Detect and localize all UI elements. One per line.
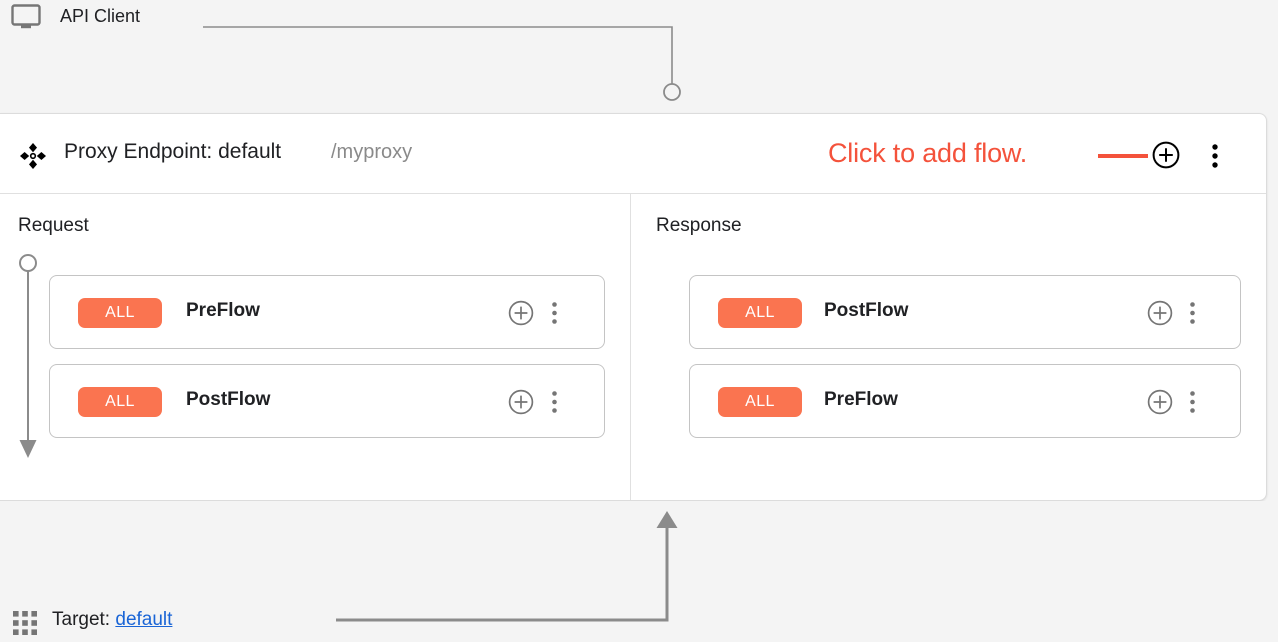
flow-columns: Request ALL PreFlow	[0, 194, 1266, 500]
flow-name: PostFlow	[824, 300, 909, 321]
flow-more-menu-button[interactable]	[552, 391, 557, 418]
annotation-pointer-line	[1098, 154, 1148, 158]
move-handle-icon[interactable]	[20, 143, 46, 174]
proxy-endpoint-title: Proxy Endpoint: default	[64, 140, 282, 163]
add-step-button[interactable]	[508, 389, 534, 420]
flow-more-menu-button[interactable]	[1190, 302, 1195, 329]
target-link[interactable]: default	[115, 609, 173, 630]
api-client-section: API Client	[0, 0, 1278, 113]
flow-more-menu-button[interactable]	[552, 302, 557, 329]
flow-row[interactable]: ALL PostFlow	[689, 275, 1241, 349]
request-column: Request ALL PreFlow	[0, 194, 631, 500]
grid-apps-icon	[13, 611, 37, 640]
add-step-button[interactable]	[1147, 300, 1173, 331]
request-column-title: Request	[18, 215, 89, 236]
proxy-endpoint-card: Proxy Endpoint: default /myproxy Click t…	[0, 113, 1267, 501]
flow-badge: ALL	[78, 298, 162, 328]
flow-row[interactable]: ALL PostFlow	[49, 364, 605, 438]
proxy-more-menu-button[interactable]	[1212, 144, 1218, 173]
flow-name: PreFlow	[824, 389, 898, 410]
target-label-text: Target:	[52, 609, 116, 630]
proxy-endpoint-path: /myproxy	[331, 141, 413, 163]
flow-name: PreFlow	[186, 300, 260, 321]
target-section: Target: default	[0, 501, 1278, 642]
flow-row[interactable]: ALL PreFlow	[689, 364, 1241, 438]
response-column-title: Response	[656, 215, 742, 236]
flow-badge: ALL	[718, 387, 802, 417]
target-label: Target: default	[52, 609, 172, 631]
flow-more-menu-button[interactable]	[1190, 391, 1195, 418]
monitor-icon	[11, 4, 41, 35]
proxy-endpoint-header: Proxy Endpoint: default /myproxy Click t…	[0, 114, 1266, 194]
flow-name: PostFlow	[186, 389, 271, 410]
add-step-button[interactable]	[508, 300, 534, 331]
request-flow-direction-arrow	[17, 254, 39, 467]
add-step-button[interactable]	[1147, 389, 1173, 420]
add-flow-button[interactable]	[1152, 141, 1180, 174]
response-column: Response ALL PostFlow	[631, 194, 1267, 500]
flow-row[interactable]: ALL PreFlow	[49, 275, 605, 349]
flow-badge: ALL	[78, 387, 162, 417]
api-client-label: API Client	[60, 6, 141, 26]
annotation-text: Click to add flow.	[828, 138, 1027, 168]
flow-badge: ALL	[718, 298, 802, 328]
